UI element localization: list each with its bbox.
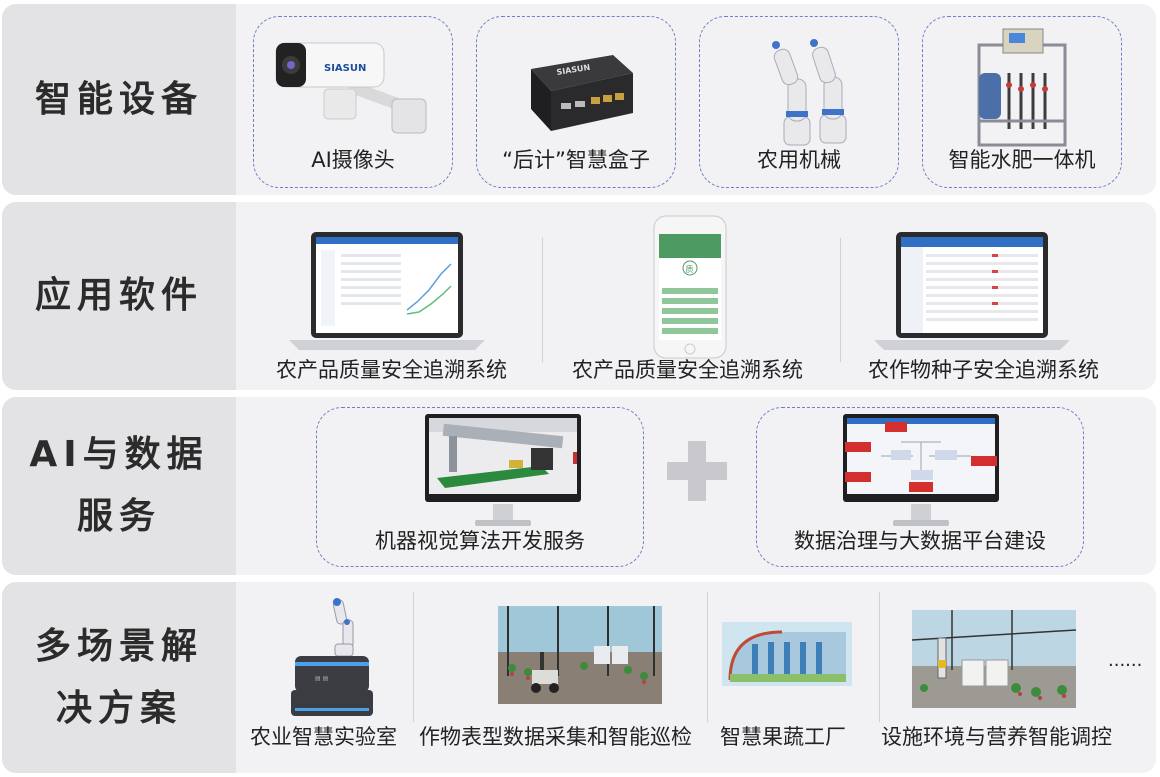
caption-smart-box: “后计”智慧盒子 xyxy=(502,148,650,172)
card-data-governance[interactable]: 数据治理与大数据平台建设 xyxy=(756,407,1084,567)
row-ai-data-services: AI与数据 服务 机器视觉算法开发服务 xyxy=(2,397,1156,575)
card-machine-vision[interactable]: 机器视觉算法开发服务 xyxy=(316,407,644,567)
laptop-traceability-image xyxy=(289,232,485,350)
card-farm-machinery[interactable]: 农用机械 xyxy=(699,16,899,188)
card-fertigation-machine[interactable]: 智能水肥一体机 xyxy=(922,16,1122,188)
caption-farm-machinery: 农用机械 xyxy=(757,148,841,172)
divider xyxy=(413,592,414,722)
veg-factory-image xyxy=(722,622,852,686)
laptop-seed-traceability-image xyxy=(874,232,1070,350)
caption-product-traceability-pc: 农产品质量安全追溯系统 xyxy=(276,358,507,382)
camera-image: SIASUN xyxy=(275,42,427,134)
robot-arm-image xyxy=(772,39,847,146)
caption-machine-vision: 机器视觉算法开发服务 xyxy=(375,529,585,553)
caption-agri-smart-lab: 农业智慧实验室 xyxy=(250,725,397,749)
divider xyxy=(707,592,708,722)
more-indicator: ...... xyxy=(1108,650,1143,671)
plus-icon xyxy=(667,441,727,501)
svg-text:▤ ▤: ▤ ▤ xyxy=(315,675,328,682)
data-platform-monitor-image xyxy=(843,414,999,526)
environment-control-image xyxy=(912,610,1076,708)
phone-traceability-image: 质 xyxy=(653,215,727,359)
divider xyxy=(879,592,880,722)
caption-environment-control: 设施环境与营养智能调控 xyxy=(881,725,1112,749)
caption-veg-factory: 智慧果蔬工厂 xyxy=(720,725,846,749)
caption-data-governance: 数据治理与大数据平台建设 xyxy=(794,529,1046,553)
row-label-smart-devices: 智能设备 xyxy=(2,4,236,195)
card-ai-camera[interactable]: SIASUN AI摄像头 xyxy=(253,16,453,188)
caption-ai-camera: AI摄像头 xyxy=(311,148,395,172)
phone-icon-char: 质 xyxy=(686,264,694,274)
phenotype-inspection-image xyxy=(498,606,662,704)
smart-box-image: SIASUN xyxy=(531,55,633,131)
row-multi-scenario-solutions: 多场景解 决方案 ▤ ▤ 农业智慧实验室 作物表型数据采集和智能巡检 xyxy=(2,582,1156,773)
caption-phenotype-inspection: 作物表型数据采集和智能巡检 xyxy=(419,725,692,749)
row-label-solutions: 多场景解 决方案 xyxy=(2,582,236,773)
caption-fertigation-machine: 智能水肥一体机 xyxy=(948,148,1096,172)
camera-brand-text: SIASUN xyxy=(324,63,366,74)
lab-robot-image: ▤ ▤ xyxy=(291,598,373,716)
row-label-ai-data: AI与数据 服务 xyxy=(2,397,236,575)
machine-vision-monitor-image xyxy=(425,414,581,526)
caption-seed-traceability: 农作物种子安全追溯系统 xyxy=(868,358,1099,382)
row-app-software: 应用软件 农产品质量安全追溯系统 质 农产品质量安全追溯系统 农作物种子安全追溯… xyxy=(2,202,1156,390)
card-smart-box[interactable]: SIASUN “后计”智慧盒子 xyxy=(476,16,676,188)
divider xyxy=(542,238,543,362)
caption-product-traceability-mobile: 农产品质量安全追溯系统 xyxy=(572,358,803,382)
row-smart-devices: 智能设备 SIASUN AI摄像头 SIASUN “后计”智慧盒子 xyxy=(2,4,1156,195)
row-label-app-software: 应用软件 xyxy=(2,202,236,390)
divider xyxy=(840,238,841,362)
fertigation-machine-image xyxy=(977,28,1067,147)
